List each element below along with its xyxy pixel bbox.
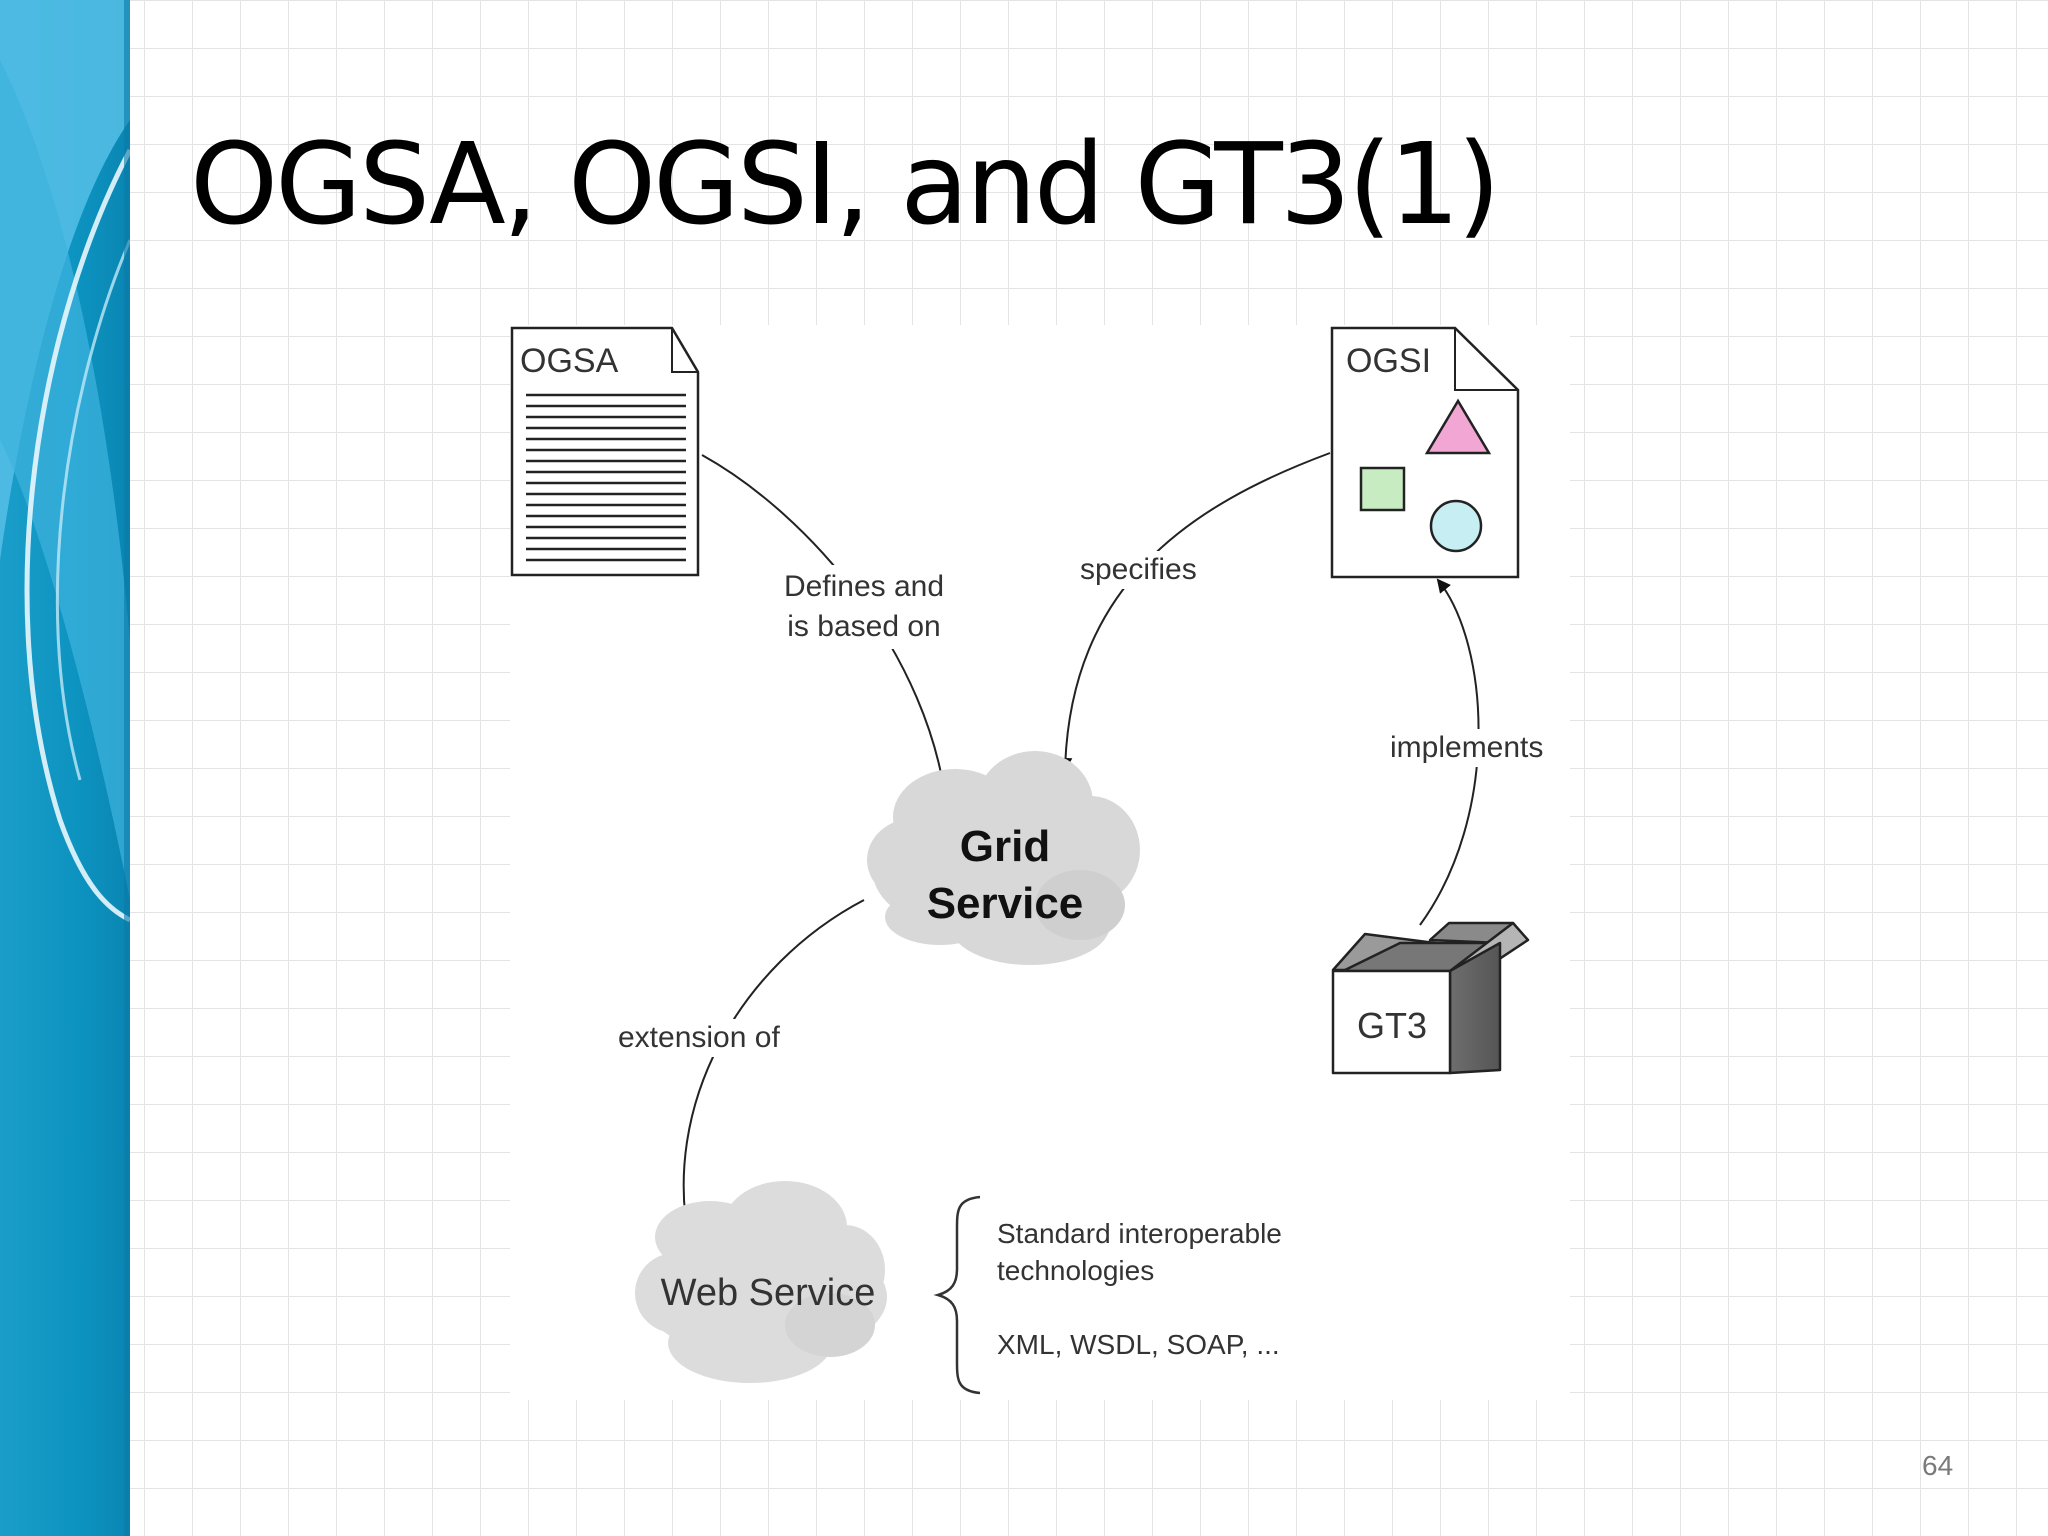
web-service-cloud-icon (635, 1181, 887, 1383)
specifies-edge-label: specifies (1076, 551, 1201, 589)
grid-service-cloud-icon (867, 751, 1140, 965)
ogsi-label: OGSI (1346, 342, 1432, 380)
defines-edge-label-line2: is based on (787, 610, 941, 643)
ogsa-label: OGSA (520, 342, 619, 380)
annotation-line-1: Standard interoperable (997, 1218, 1282, 1249)
grid-service-label-line2: Service (926, 879, 1084, 928)
side-decoration-band (0, 0, 130, 1536)
web-service-label: Web Service (660, 1272, 876, 1314)
gt3-label: GT3 (1356, 1005, 1427, 1046)
grid-service-label: Grid Service (870, 818, 1140, 932)
square-shape-icon (1359, 466, 1406, 512)
gt3-box-icon (1331, 921, 1530, 1075)
diagram-canvas (510, 326, 1530, 1395)
annotation-brace (933, 1195, 981, 1395)
ogsa-document-icon (510, 326, 700, 577)
defines-edge-label-line1: Defines and (783, 570, 945, 603)
defines-edge-label: Defines and is based on (760, 565, 968, 649)
implements-edge-label: implements (1386, 729, 1548, 767)
annotation-line-3: XML, WSDL, SOAP, ... (997, 1329, 1280, 1360)
slide-page-number: 64 (1922, 1450, 1954, 1481)
grid-service-label-line1: Grid (959, 822, 1051, 871)
slide-title: OGSA, OGSI, and GT3(1) (190, 120, 1501, 250)
annotation-line-2: technologies (997, 1255, 1155, 1286)
extension-edge-label: extension of (614, 1019, 784, 1057)
circle-shape-icon (1429, 499, 1483, 553)
edge-ogsi-to-grid (1058, 452, 1331, 772)
diagram-figure: OGSA OGSI Grid Service Web Service GT3 D… (510, 325, 1570, 1400)
triangle-shape-icon (1424, 398, 1492, 455)
ogsi-document-icon (1330, 326, 1520, 579)
